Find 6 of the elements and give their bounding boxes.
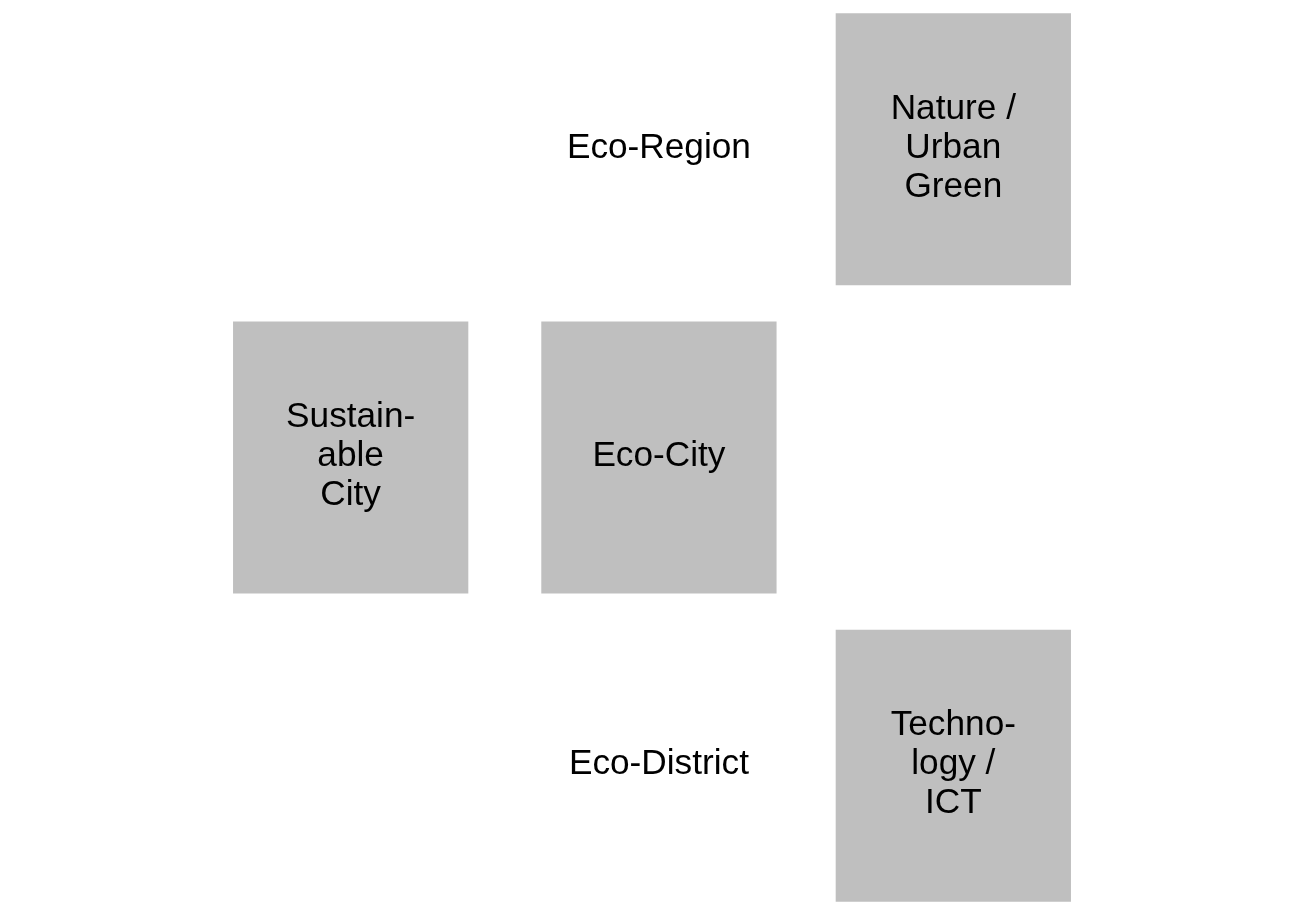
node-box: Sustain- able City: [232, 321, 468, 594]
node-box: Techno- logy / ICT: [835, 629, 1071, 902]
label: Eco-Region: [566, 125, 751, 165]
node-box: Eco-City: [540, 321, 777, 594]
node-box: Nature / Urban Green: [835, 13, 1071, 286]
label: Eco-District: [568, 742, 749, 782]
